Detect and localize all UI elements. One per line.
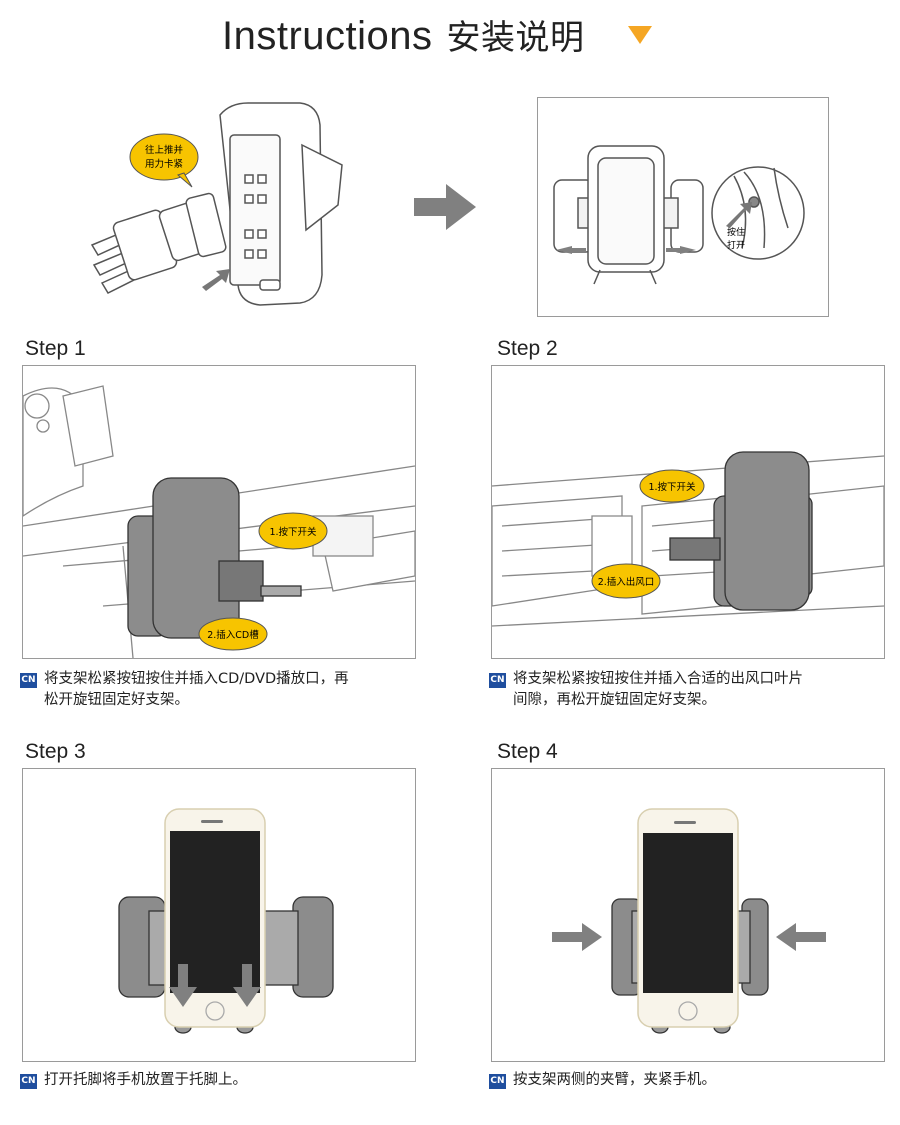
step-4-image-frame [491, 768, 885, 1062]
step-2-callout-2: 2.插入出风口 [598, 576, 655, 588]
bubble-push-line1: 往上推并 [145, 144, 184, 156]
step-1-caption-line2: 松开旋钮固定好支架。 [44, 692, 189, 708]
step-1-caption-line1: 将支架松紧按钮按住并插入CD/DVD播放口，再 [44, 671, 349, 687]
cn-badge-icon: CN [489, 673, 506, 688]
step-2-callout-1: 1.按下开关 [648, 481, 696, 493]
press-label-line1: 按住 [727, 226, 745, 238]
step-1-caption: CN 将支架松紧按钮按住并插入CD/DVD播放口，再 松开旋钮固定好支架。 [20, 669, 420, 711]
step-4-title: Step 4 [497, 740, 558, 763]
step-1-callout-2: 2.插入CD槽 [207, 629, 259, 641]
release-illustration: 按住 打开 [553, 145, 805, 285]
step-4-caption: CN 按支架两侧的夹臂，夹紧手机。 [489, 1070, 889, 1091]
title-english: Instructions [222, 14, 433, 58]
step-2-illustration: 1.按下开关 2.插入出风口 [492, 451, 884, 627]
cn-badge-icon: CN [489, 1074, 506, 1089]
step-2-caption-line2: 间隙，再松开旋钮固定好支架。 [513, 692, 716, 708]
step-3-illustration [118, 808, 334, 1034]
step-4-caption-line1: 按支架两侧的夹臂，夹紧手机。 [513, 1072, 716, 1088]
step-3-caption: CN 打开托脚将手机放置于托脚上。 [20, 1070, 420, 1091]
step-2-caption: CN 将支架松紧按钮按住并插入合适的出风口叶片 间隙，再松开旋钮固定好支架。 [489, 669, 889, 711]
step-1-illustration: 1.按下开关 2.插入CD槽 [23, 385, 415, 658]
assembly-illustration: 往上推并 用力卡紧 [90, 102, 343, 306]
step-3-title: Step 3 [25, 740, 86, 763]
step-2-caption-line1: 将支架松紧按钮按住并插入合适的出风口叶片 [513, 671, 803, 687]
step-1-title: Step 1 [25, 337, 86, 360]
step-1-image-frame: 1.按下开关 2.插入CD槽 [22, 365, 416, 659]
step-2-image-frame: 1.按下开关 2.插入出风口 [491, 365, 885, 659]
triangle-down-icon [628, 26, 652, 44]
press-label-line2: 打开 [727, 239, 745, 251]
title-chinese: 安装说明 [446, 19, 585, 57]
release-illustration-frame: 按住 打开 [537, 97, 829, 317]
cn-badge-icon: CN [20, 673, 37, 688]
arrow-right-icon [414, 184, 476, 230]
cn-badge-icon: CN [20, 1074, 37, 1089]
step-2-title: Step 2 [497, 337, 558, 360]
step-1-callout-1: 1.按下开关 [269, 526, 317, 538]
step-3-caption-line1: 打开托脚将手机放置于托脚上。 [44, 1072, 247, 1088]
step-4-illustration [552, 808, 826, 1034]
page-title: Instructions 安装说明 [222, 10, 585, 59]
step-3-image-frame [22, 768, 416, 1062]
bubble-push-line2: 用力卡紧 [145, 158, 183, 170]
